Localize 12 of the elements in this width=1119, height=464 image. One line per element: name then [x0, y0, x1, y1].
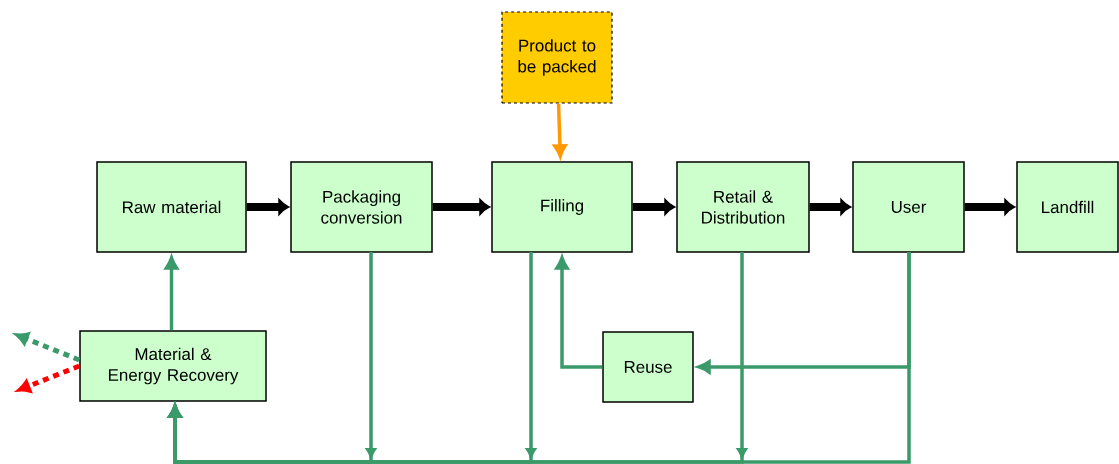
reuse-box: Reuse: [602, 331, 694, 403]
process-box: Landfill: [1016, 161, 1119, 253]
process-box: Filling: [491, 161, 633, 253]
arrow: [15, 332, 81, 363]
process-box: Retail & Distribution: [676, 161, 810, 253]
process-box: Packaging conversion: [290, 161, 433, 253]
arrow: [555, 256, 603, 369]
recovery-box: Material & Energy Recovery: [79, 330, 267, 402]
process-box: User: [852, 161, 965, 253]
process-box: Raw material: [96, 161, 247, 253]
product-box: Product to be packed: [501, 11, 613, 104]
arrow: [697, 252, 911, 374]
